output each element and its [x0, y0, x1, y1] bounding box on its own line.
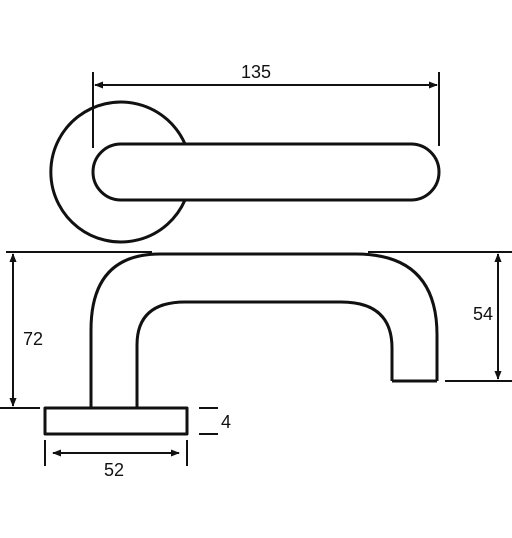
rose-plate-side [43, 406, 189, 436]
lever-profile-inner [135, 300, 394, 408]
rose-circle-top [49, 100, 187, 244]
top-view: 135 [49, 62, 441, 244]
lever-bar-top [91, 142, 441, 202]
dimension-label-52: 52 [104, 460, 124, 480]
dimension-label-54: 54 [473, 304, 493, 324]
dimension-label-72: 72 [23, 329, 43, 349]
side-view: 72 54 4 52 [0, 251, 512, 480]
dimension-label-4: 4 [221, 412, 231, 432]
lever-profile-outer [89, 252, 439, 408]
dimension-label-135: 135 [241, 62, 271, 82]
